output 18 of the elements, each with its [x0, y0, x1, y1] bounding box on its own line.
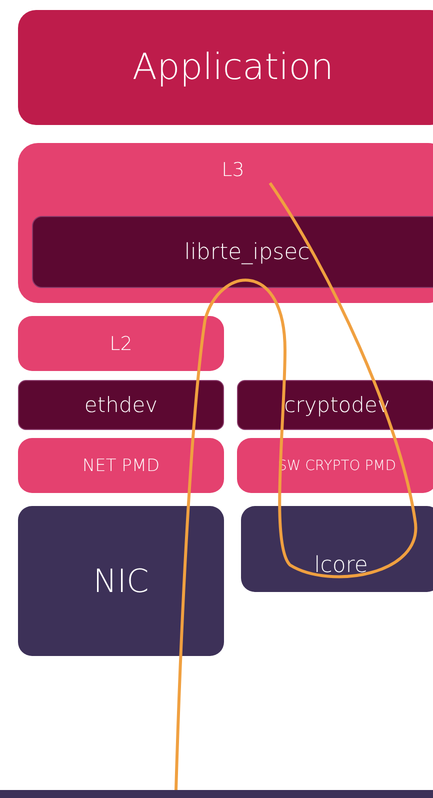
node-label: lcore	[314, 553, 368, 578]
core-box	[241, 506, 433, 592]
module-box	[237, 438, 433, 493]
node-label: L2	[110, 332, 132, 354]
module-box	[18, 380, 224, 430]
layer-box	[18, 143, 433, 303]
node-label: NIC	[93, 562, 149, 600]
node-label: ethdev	[84, 393, 158, 417]
library-box	[32, 216, 433, 288]
node-label: librte_ipsec	[184, 240, 310, 264]
layer-box	[18, 316, 224, 371]
layer-box	[18, 10, 433, 125]
hardware-box	[18, 506, 224, 656]
node-label: L3	[222, 159, 244, 181]
node-label: NET PMD	[82, 456, 160, 476]
node-label: Application	[132, 47, 334, 88]
path-line	[174, 182, 417, 790]
module-box	[18, 438, 224, 493]
